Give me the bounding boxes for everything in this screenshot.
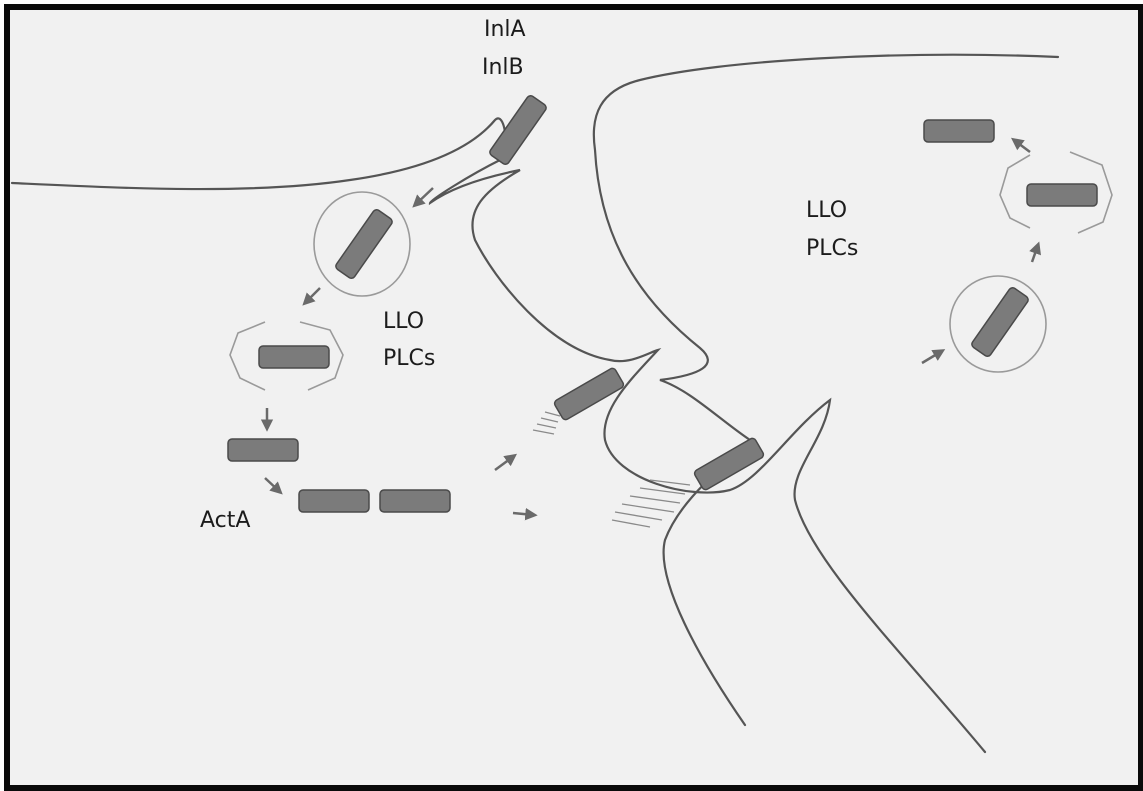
arrow-secondary-vacuole-to-lysis (1032, 245, 1038, 262)
bacterium-primary-vacuole (334, 208, 393, 280)
arrow-vacuole-to-lysis (305, 288, 320, 303)
lysing-vacuole-right-a (1000, 155, 1030, 228)
bacterium-dividing-a (299, 490, 369, 512)
actin-tail-1 (533, 412, 560, 434)
label-acta: ActA (200, 506, 250, 536)
label-llo-left: LLO (383, 307, 424, 337)
label-llo-right: LLO (806, 196, 847, 226)
bacterium-released-cytosol (924, 120, 994, 142)
actin-tail-2 (612, 480, 690, 527)
bacterium-protrusion-1 (553, 367, 625, 421)
label-inla: InlA (484, 15, 526, 45)
label-plcs-right: PLCs (806, 234, 858, 264)
bacterium-protrusion-2 (693, 437, 765, 491)
host-cell-2-membrane (594, 55, 1058, 725)
bacterium-entry (488, 94, 547, 166)
bacterium-dividing-b (380, 490, 450, 512)
bacterium-lysing-vacuole-left (259, 346, 329, 368)
arrow-to-protrusion-1 (495, 456, 514, 470)
bacterium-cytosol (228, 439, 298, 461)
label-plcs-left: PLCs (383, 344, 435, 374)
arrow-to-secondary-vacuole (922, 351, 942, 363)
arrow-to-protrusion-2 (513, 513, 534, 515)
label-inlb: InlB (482, 53, 524, 83)
arrow-cytosol-to-division (265, 478, 280, 492)
arrow-lysis-to-release (1014, 140, 1030, 152)
bacterium-secondary-vacuole (970, 286, 1029, 358)
bacterium-lysing-vacuole-right (1027, 184, 1097, 206)
